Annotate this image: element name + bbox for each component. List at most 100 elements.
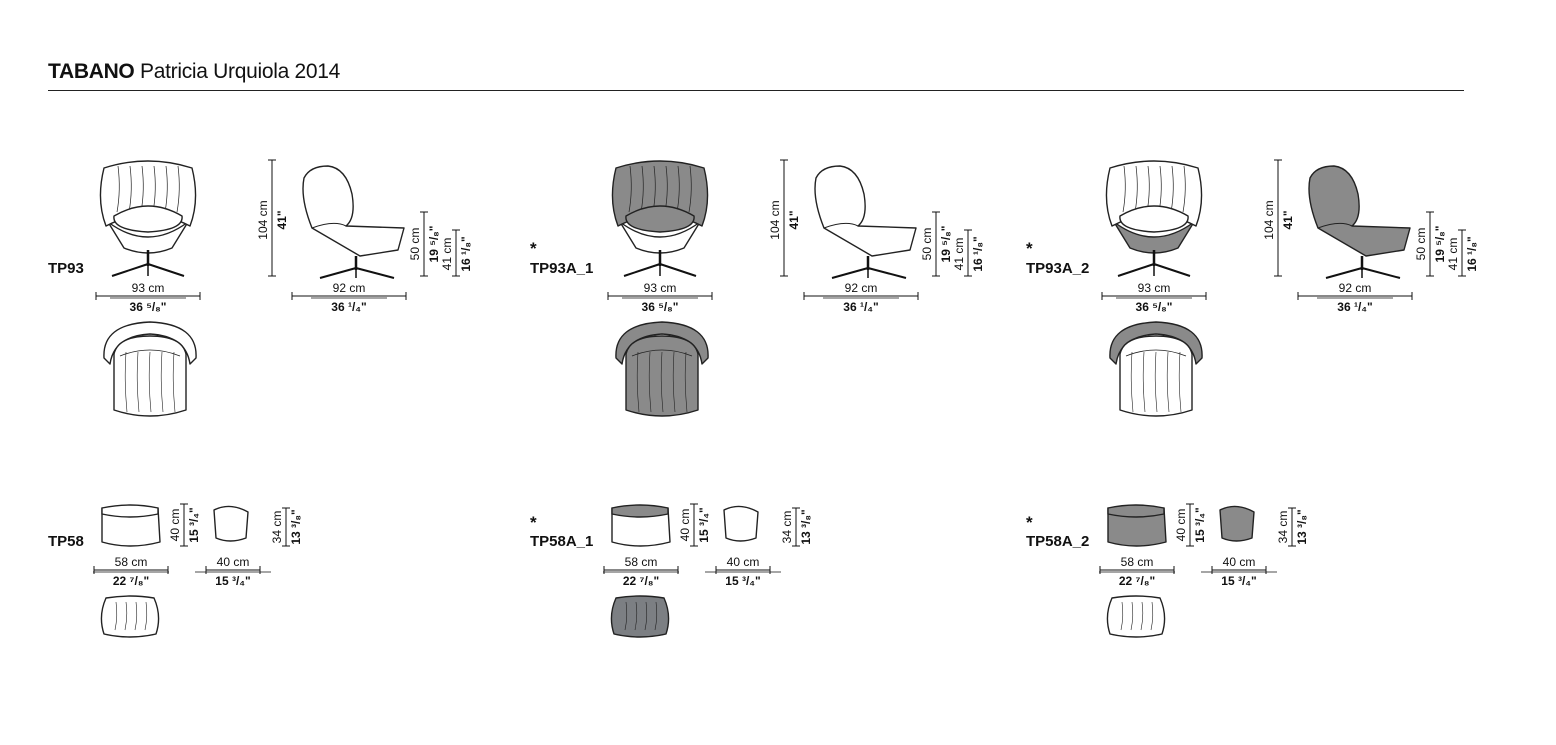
model-code: TP58A_1 <box>530 533 593 550</box>
top-body <box>113 335 187 417</box>
side-depth-dim-in: 36 ¹/₄" <box>1337 300 1372 314</box>
side-depth-dim-cm: 92 cm <box>1339 281 1372 295</box>
ottoman-side-height-dim-cm: 34 cm <box>270 511 284 544</box>
armchair-side-view <box>302 165 405 279</box>
side-leg <box>355 267 395 279</box>
ottoman-front-view <box>611 504 671 547</box>
top-cushion-edge <box>119 349 181 357</box>
front-back-shell <box>611 160 709 227</box>
seat-height-dim-in: 19 ⁵/₈" <box>1433 226 1447 263</box>
ottoman-top-fold <box>114 601 118 631</box>
side-leg <box>319 267 357 279</box>
front-fold <box>116 165 120 213</box>
title-divider <box>48 90 1464 91</box>
top-fold <box>172 351 176 413</box>
front-back-shell <box>1105 160 1203 227</box>
armchair-top-view <box>1109 321 1203 417</box>
brand-name: TABANO <box>48 60 135 83</box>
seat-height-dim-in: 19 ⁵/₈" <box>427 226 441 263</box>
top-fold <box>124 351 128 413</box>
top-fold <box>1154 351 1158 413</box>
front-leg <box>147 263 185 277</box>
front-fold <box>176 165 180 213</box>
ottoman-side-height-dim-in: 13 ³/₈" <box>799 509 813 544</box>
front-fold <box>1122 165 1126 213</box>
side-depth-dim-in: 36 ¹/₄" <box>331 300 366 314</box>
ottoman-side-width-dim-cm: 40 cm <box>1223 555 1256 569</box>
side-seat-edge <box>1317 222 1353 229</box>
top-fold <box>160 351 164 413</box>
arm-height-dim-in: 16 ¹/₈" <box>971 236 985 271</box>
asterisk-mark: * <box>1026 513 1033 532</box>
top-fold <box>136 351 140 413</box>
top-fold <box>1130 351 1134 413</box>
model-code: TP93A_1 <box>530 260 593 277</box>
ottoman-height-dim-in: 15 ³/₄" <box>187 507 201 542</box>
armchair-top-view <box>615 321 709 417</box>
ottoman-height-dim-in: 15 ³/₄" <box>697 507 711 542</box>
arm-height-dim-cm: 41 cm <box>952 238 966 271</box>
ottoman-height-dim-cm: 40 cm <box>1174 509 1188 542</box>
ottoman-side-height-dim-cm: 34 cm <box>1276 511 1290 544</box>
front-fold <box>1182 165 1186 213</box>
side-depth-dim-cm: 92 cm <box>845 281 878 295</box>
page-title: TABANO Patricia Urquiola 2014 <box>48 60 340 84</box>
top-fold <box>648 351 652 413</box>
ottoman-top-view <box>610 595 670 638</box>
ottoman-top-fold <box>634 601 638 631</box>
armchair-side-view <box>814 165 917 279</box>
ottoman-top-fold <box>1150 601 1154 631</box>
ottoman-side-view <box>213 505 249 542</box>
ottoman-top-fold <box>134 601 138 631</box>
front-fold <box>628 165 632 213</box>
model-code: TP58 <box>48 533 84 550</box>
asterisk-mark: * <box>530 239 537 258</box>
front-seat-cushion <box>113 205 183 233</box>
model-code: TP93A_2 <box>1026 260 1089 277</box>
ottoman-top-fold <box>624 601 628 631</box>
seat-height-dim-cm: 50 cm <box>920 228 934 261</box>
ottoman-front-rim <box>611 504 669 518</box>
front-width-dim-cm: 93 cm <box>132 281 165 295</box>
top-cushion-edge <box>631 349 693 357</box>
armchair-front-view <box>1105 160 1203 277</box>
ottoman-front-width-dim-in: 22 ⁷/₈" <box>623 574 659 588</box>
ottoman-side-body <box>723 505 759 542</box>
ottoman-front-width-dim-cm: 58 cm <box>115 555 148 569</box>
ottoman-front-rim <box>1107 504 1165 518</box>
ottoman-side-width-dim-in: 15 ³/₄" <box>215 574 250 588</box>
ottoman-front-view <box>1107 504 1167 547</box>
seat-height-dim-cm: 50 cm <box>408 228 422 261</box>
top-fold <box>1166 351 1170 413</box>
model-code: TP93 <box>48 260 84 277</box>
ottoman-top-fold <box>1140 601 1144 631</box>
ottoman-top-body <box>100 595 160 638</box>
height-dim-in: 41" <box>1281 210 1295 229</box>
height-dim-cm: 104 cm <box>256 200 270 239</box>
ottoman-height-dim-in: 15 ³/₄" <box>1193 507 1207 542</box>
top-fold <box>660 351 664 413</box>
ottoman-front-rim <box>101 504 159 518</box>
seat-height-dim-in: 19 ⁵/₈" <box>939 226 953 263</box>
side-depth-dim-cm: 92 cm <box>333 281 366 295</box>
front-width-dim-cm: 93 cm <box>1138 281 1171 295</box>
ottoman-top-body <box>610 595 670 638</box>
armchair-side-view <box>1308 165 1411 279</box>
armchair-front-view <box>611 160 709 277</box>
side-leg <box>1361 267 1401 279</box>
front-leg <box>659 263 697 277</box>
height-dim-cm: 104 cm <box>768 200 782 239</box>
top-fold <box>636 351 640 413</box>
ottoman-top-fold <box>644 601 648 631</box>
top-fold <box>1142 351 1146 413</box>
front-back-shell <box>99 160 197 227</box>
designer-year: Patricia Urquiola 2014 <box>140 60 341 83</box>
ottoman-height-dim-cm: 40 cm <box>168 509 182 542</box>
front-leg <box>1153 263 1191 277</box>
height-dim-in: 41" <box>787 210 801 229</box>
ottoman-side-body <box>213 505 249 542</box>
